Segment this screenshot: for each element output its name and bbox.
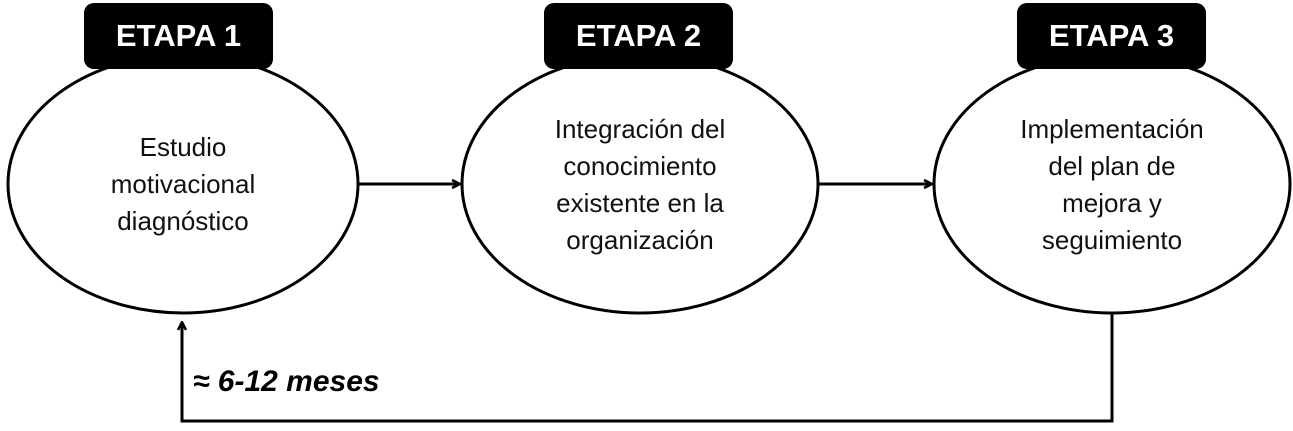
stage-2-tab: ETAPA 2 xyxy=(544,3,733,69)
stage-3-line: del plan de xyxy=(1048,151,1176,181)
stage-2-line: organización xyxy=(566,225,714,255)
stage-3-tab: ETAPA 3 xyxy=(1017,3,1206,69)
cycle-duration-label: ≈ 6-12 meses xyxy=(193,365,380,398)
stage-2-line: conocimiento xyxy=(563,151,717,181)
stage-3-tab-label: ETAPA 3 xyxy=(1048,18,1175,53)
stage-2-line: Integración del xyxy=(554,114,726,144)
stage-1-line: Estudio xyxy=(139,131,227,162)
stage-3-description: Implementación del plan de mejora y segu… xyxy=(977,105,1247,265)
stage-1-line: diagnóstico xyxy=(117,205,249,236)
stage-3-line: seguimiento xyxy=(1041,225,1183,255)
stage-1-description: Estudio motivacional diagnóstico xyxy=(58,110,308,258)
stage-3-line: mejora y xyxy=(1062,188,1162,218)
stage-3-line: Implementación xyxy=(1020,114,1204,144)
stage-2-tab-label: ETAPA 2 xyxy=(575,18,702,53)
stage-1-line: motivacional xyxy=(110,168,256,199)
stage-2-description: Integración del conocimiento existente e… xyxy=(505,105,775,265)
stage-1-tab-label: ETAPA 1 xyxy=(115,18,242,53)
stage-1-tab: ETAPA 1 xyxy=(84,3,273,69)
feedback-loop-arrow xyxy=(182,313,1114,423)
stage-2-line: existente en la xyxy=(556,188,724,218)
